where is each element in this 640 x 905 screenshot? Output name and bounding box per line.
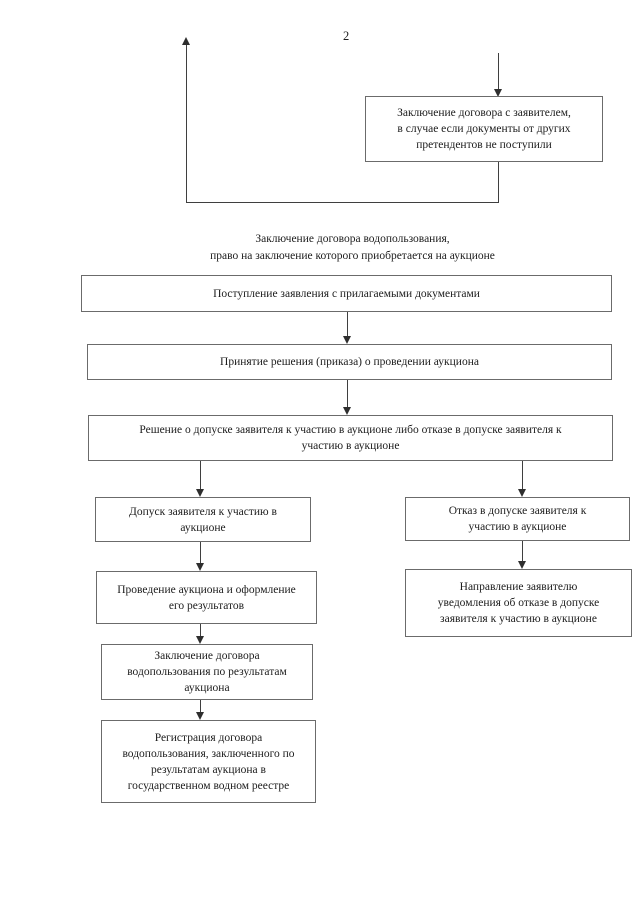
connector-branch-right: [522, 461, 523, 490]
loop-connector-up-segment: [186, 44, 187, 202]
flow-box-refusal-notice-sent-label: Направление заявителю уведомления об отк…: [437, 581, 600, 625]
arrowhead-left-2-3: [196, 636, 204, 644]
connector-right-1-2: [522, 541, 523, 562]
arrowhead-step2-step3: [343, 407, 351, 415]
flow-box-admission-granted: Допуск заявителя к участию в аукционе: [95, 497, 311, 542]
flow-box-auction-held-label: Проведение аукциона и оформление его рез…: [117, 583, 296, 612]
arrowhead-branch-right: [518, 489, 526, 497]
flow-box-contract-with-applicant: Заключение договора с заявителем, в случ…: [365, 96, 603, 162]
connector-left-1-2: [200, 542, 201, 564]
flow-box-contract-with-applicant-label: Заключение договора с заявителем, в случ…: [397, 107, 571, 151]
page-number: 2: [343, 29, 350, 43]
arrowhead-branch-left: [196, 489, 204, 497]
connector-branch-left: [200, 461, 201, 490]
connector-step2-step3: [347, 380, 348, 408]
connector-into-return-box: [498, 53, 499, 89]
flow-box-admission-decision-label: Решение о допуске заявителя к участию в …: [139, 424, 562, 452]
flow-box-auction-held: Проведение аукциона и оформление его рез…: [96, 571, 317, 624]
flow-box-auction-decision-label: Принятие решения (приказа) о проведении …: [220, 356, 479, 368]
flow-box-admission-decision: Решение о допуске заявителя к участию в …: [88, 415, 613, 461]
flow-box-contract-concluded-label: Заключение договора водопользования по р…: [127, 650, 287, 694]
arrowhead-loop-up: [182, 37, 190, 45]
connector-left-2-3: [200, 624, 201, 637]
flow-box-contract-registered-label: Регистрация договора водопользования, за…: [122, 731, 295, 792]
arrowhead-right-1-2: [518, 561, 526, 569]
connector-step1-step2: [347, 312, 348, 337]
arrowhead-left-1-2: [196, 563, 204, 571]
loop-connector-down-segment: [498, 162, 499, 202]
flow-box-admission-granted-label: Допуск заявителя к участию в аукционе: [129, 505, 277, 534]
flow-box-application-received: Поступление заявления с прилагаемыми док…: [81, 275, 612, 312]
section-title: Заключение договора водопользования, пра…: [210, 233, 495, 262]
flow-box-admission-refused: Отказ в допуске заявителя к участию в ау…: [405, 497, 630, 541]
arrowhead-left-3-4: [196, 712, 204, 720]
flow-box-admission-refused-label: Отказ в допуске заявителя к участию в ау…: [448, 505, 587, 533]
arrowhead-step1-step2: [343, 336, 351, 344]
flow-box-auction-decision: Принятие решения (приказа) о проведении …: [87, 344, 612, 380]
flow-box-contract-concluded: Заключение договора водопользования по р…: [101, 644, 313, 700]
flow-box-application-received-label: Поступление заявления с прилагаемыми док…: [213, 287, 480, 300]
flow-box-refusal-notice-sent: Направление заявителю уведомления об отк…: [405, 569, 632, 637]
arrowhead-into-return-box: [494, 89, 502, 97]
connector-left-3-4: [200, 700, 201, 713]
flow-box-contract-registered: Регистрация договора водопользования, за…: [101, 720, 316, 803]
loop-connector-horizontal-segment: [186, 202, 499, 203]
